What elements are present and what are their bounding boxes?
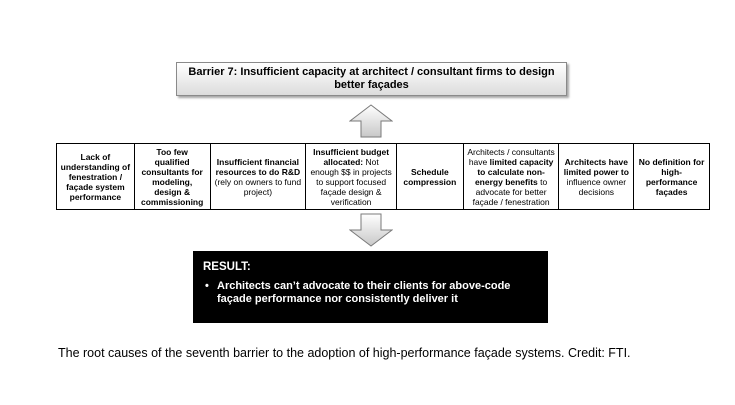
cause-bold-text: limited capacity to calculate non-energy… [474, 156, 554, 187]
root-causes-row: Lack of understanding of fenestration / … [56, 143, 710, 210]
down-arrow-icon [349, 213, 393, 247]
figure-caption: The root causes of the seventh barrier t… [58, 346, 631, 360]
cause-normal-text: (rely on owners to fund project) [214, 176, 302, 197]
cause-cell: Insufficient financial resources to do R… [211, 144, 307, 209]
cause-normal-text: to advocate for better façade / fenestra… [472, 176, 550, 207]
cause-text: Insufficient financial resources to do R… [214, 157, 303, 197]
result-title: RESULT: [203, 261, 251, 273]
cause-bold-text: Schedule compression [403, 166, 457, 187]
cause-pre-text: Architects / consultants have [467, 146, 555, 167]
cause-normal-text: influence owner decisions [566, 176, 627, 197]
cause-bold-text: Insufficient financial resources to do R… [215, 156, 301, 177]
result-bullet: • [205, 280, 209, 292]
cause-cell: No definition for high-performance façad… [634, 144, 709, 209]
cause-cell: Insufficient budget allocated: Not enoug… [306, 144, 397, 209]
cause-cell: Lack of understanding of fenestration / … [57, 144, 135, 209]
cause-cell: Architects have limited power to influen… [559, 144, 635, 209]
result-box: RESULT: • Architects can’t advocate to t… [193, 251, 548, 323]
cause-cell: Schedule compression [397, 144, 464, 209]
cause-bold-text: Too few qualified consultants for modeli… [140, 146, 204, 207]
cause-text: No definition for high-performance façad… [637, 157, 706, 197]
cause-text: Architects have limited power to influen… [562, 157, 630, 197]
cause-bold-text: No definition for high-performance façad… [638, 156, 705, 197]
barrier-box: Barrier 7: Insufficient capacity at arch… [176, 62, 567, 96]
cause-cell: Architects / consultants have limited ca… [464, 144, 560, 209]
cause-text: Schedule compression [400, 167, 460, 187]
up-arrow-icon [349, 104, 393, 138]
cause-cell: Too few qualified consultants for modeli… [135, 144, 211, 209]
cause-bold-text: Insufficient budget allocated: [313, 146, 390, 167]
cause-text: Insufficient budget allocated: Not enoug… [309, 147, 393, 207]
barrier-label: Barrier 7: Insufficient capacity at arch… [188, 66, 555, 91]
cause-bold-text: Architects have limited power to [563, 156, 629, 177]
cause-text: Lack of understanding of fenestration / … [60, 152, 131, 202]
result-item: • Architects can’t advocate to their cli… [203, 280, 538, 306]
cause-text: Architects / consultants have limited ca… [467, 147, 556, 207]
result-text: Architects can’t advocate to their clien… [217, 280, 511, 305]
cause-bold-text: Lack of understanding of fenestration / … [60, 151, 131, 202]
cause-text: Too few qualified consultants for modeli… [138, 147, 207, 207]
cause-normal-text: Not enough $$ in projects to support foc… [310, 156, 392, 207]
